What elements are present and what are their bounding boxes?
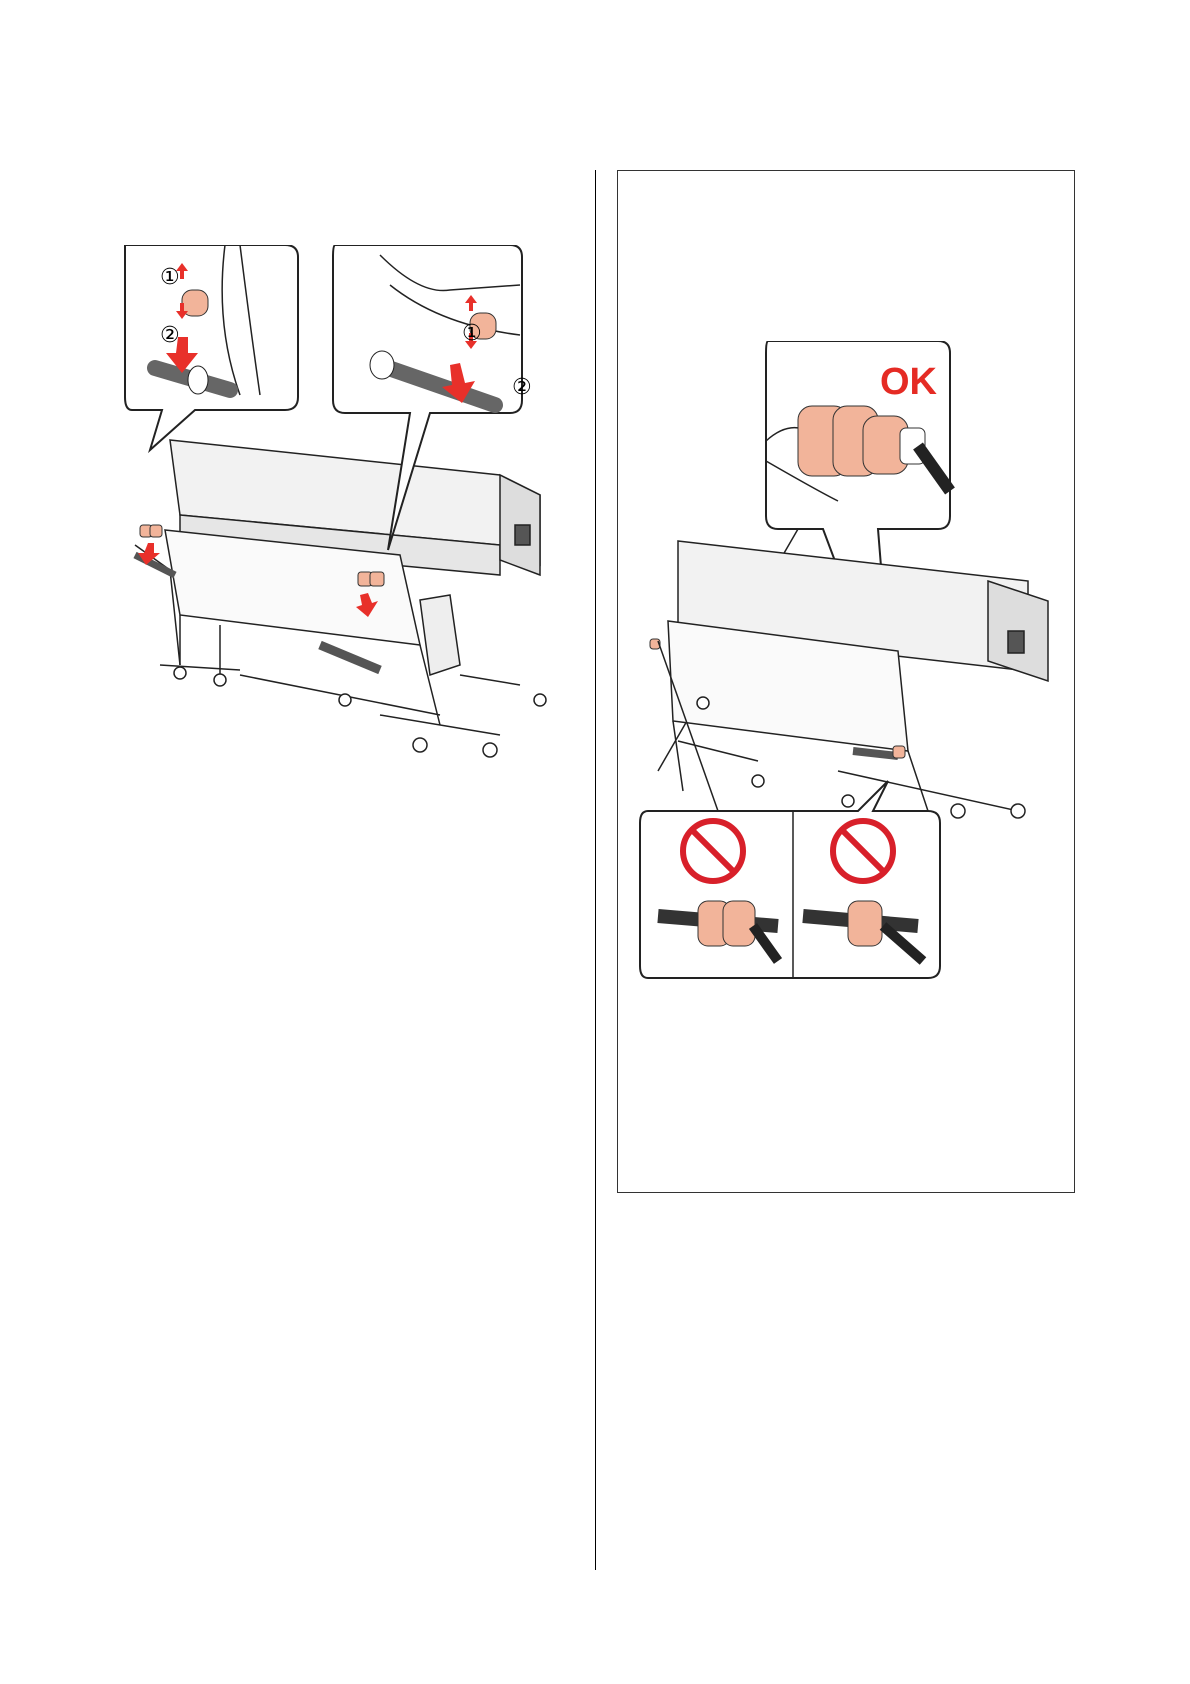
callout-right-step1-label: ①	[462, 321, 482, 346]
roller-core-right	[358, 572, 384, 586]
callout-left-step1-label: ①	[160, 265, 180, 290]
ok-label: OK	[880, 361, 937, 404]
printer-drawing-right	[668, 541, 1048, 818]
printer-drawing	[135, 440, 546, 757]
roller-core-left	[140, 525, 162, 537]
left-illustration: ① ② ① ②	[120, 245, 570, 765]
right-illustration: OK	[638, 341, 1058, 981]
callout-right-step2-label: ②	[512, 375, 532, 400]
callout-left-step2-label: ②	[160, 323, 180, 348]
column-divider	[595, 170, 596, 1570]
callout-left	[125, 245, 298, 450]
note-box: OK	[617, 170, 1075, 1193]
